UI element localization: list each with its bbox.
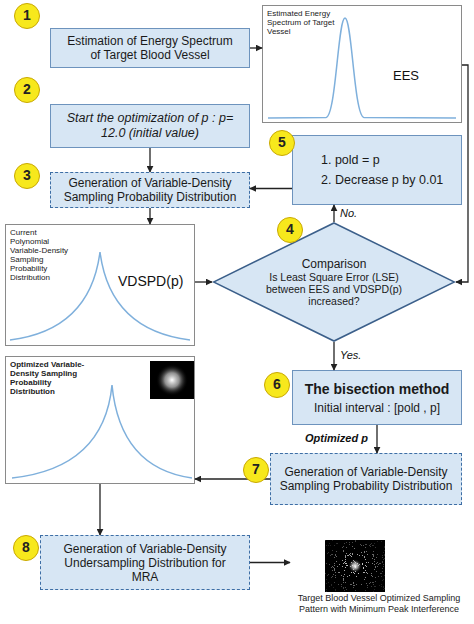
callout-number: 7 [243, 457, 269, 483]
flow-arrow [99, 484, 100, 535]
flow-arrow [333, 342, 334, 370]
flow-arrow [333, 205, 334, 222]
node-text: The bisection method [305, 380, 450, 398]
process-box: Estimation of Energy Spectrum of Target … [50, 28, 250, 68]
sampling-pattern-center [348, 559, 362, 573]
dashed-process-box: Generation of Variable-Density Undersamp… [40, 535, 250, 590]
flow-arrow [376, 425, 377, 453]
callout-number: 8 [13, 535, 39, 561]
node-text: Current Polynomial Variable-Density Samp… [10, 228, 76, 282]
node-text: Generation of Variable-Density Sampling … [271, 465, 461, 493]
callout-number: 5 [269, 130, 295, 156]
flow-arrow [149, 208, 150, 224]
edge-label: No. [340, 207, 357, 219]
sampling-pattern-dots [325, 540, 385, 592]
plot-panel: Optimized Variable-Density Sampling Prob… [5, 356, 195, 484]
output-pattern: Target Blood Vessel Optimized Sampling P… [290, 537, 468, 623]
diamond-shape [213, 223, 454, 341]
callout-number: 4 [277, 217, 303, 243]
callout-number: 3 [14, 163, 40, 189]
callout-number: 1 [14, 3, 40, 29]
dashed-process-box: Generation of Variable-Density Sampling … [50, 172, 250, 208]
callout-number: 6 [264, 372, 290, 398]
flow-arrow [250, 562, 290, 563]
plot-panel: Current Polynomial Variable-Density Samp… [5, 224, 195, 346]
flow-arrow [195, 281, 212, 282]
edge-label: Yes. [340, 349, 361, 361]
node-text: Optimized Variable-Density Sampling Prob… [10, 360, 95, 396]
node-text: Start the optimization of p : p= 12.0 (i… [51, 111, 249, 141]
node-text: Estimation of Energy Spectrum of Target … [51, 34, 249, 62]
node-text: Comparison [302, 257, 367, 271]
process-box: 1. pold = p2. Decrease p by 0.01 [292, 135, 462, 205]
node-text: Target Blood Vessel Optimized Sampling P… [290, 593, 468, 615]
node-text: Generation of Variable-Density Sampling … [51, 176, 249, 204]
plot-panel: Estimated Energy Spectrum of Target Vess… [262, 5, 462, 123]
node-text: Estimated Energy Spectrum of Target Vess… [267, 9, 345, 36]
node-text: Is Least Square Error (LSE) between EES … [264, 271, 404, 307]
flow-arrow [250, 47, 262, 48]
flow-arrow [250, 188, 292, 189]
node-text: 1. pold = p [321, 150, 380, 170]
decision-diamond: ComparisonIs Least Square Error (LSE) be… [212, 222, 456, 342]
node-text: Generation of Variable-Density Undersamp… [41, 542, 249, 584]
callout-number: 2 [14, 77, 40, 103]
process-box: The bisection methodInitial interval : [… [292, 370, 462, 425]
process-box: Start the optimization of p : p= 12.0 (i… [50, 104, 250, 148]
dashed-process-box: Generation of Variable-Density Sampling … [270, 453, 462, 505]
edge-label: Optimized p [305, 432, 368, 444]
node-text: EES [393, 68, 419, 83]
node-text: Initial interval : [pold , p] [314, 400, 440, 416]
node-text: VDSPD(p) [118, 273, 183, 289]
node-text: 2. Decrease p by 0.01 [321, 170, 443, 190]
flow-arrow [149, 148, 150, 172]
sampling-pattern-image [325, 540, 385, 592]
